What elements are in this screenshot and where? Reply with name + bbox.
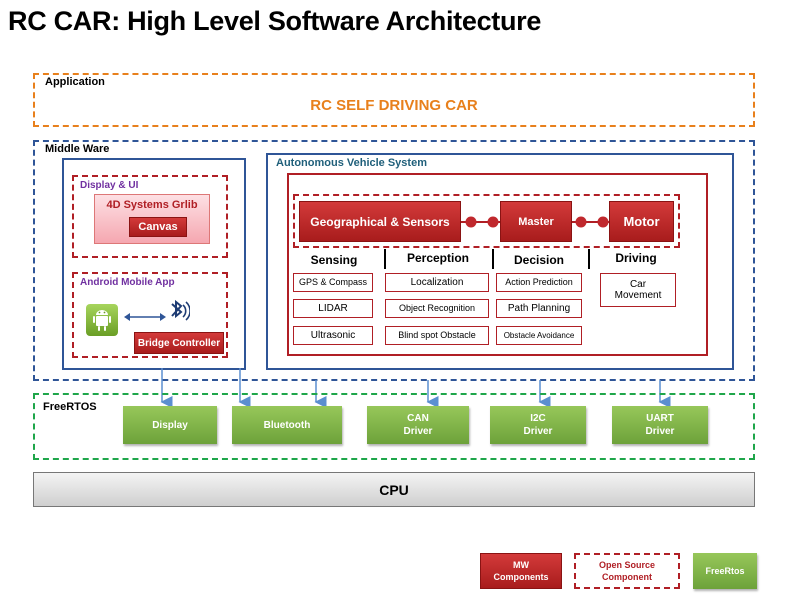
grlib-box: 4D Systems Grlib Canvas [94,194,210,244]
middleware-apps-frame [62,158,246,370]
uart-driver: UART Driver [612,406,708,444]
android-app-box: Android Mobile App Bridge Controller [72,272,228,358]
application-label: Application [45,76,105,88]
bridge-controller-block: Bridge Controller [134,332,224,354]
sensing-item: GPS & Compass [293,273,373,292]
application-content: RC SELF DRIVING CAR [310,97,478,114]
sensing-item: Ultrasonic [293,326,373,345]
display-driver: Display [123,406,217,444]
decision-item: Obstacle Avoidance [496,326,582,345]
legend-freertos: FreeRtos [693,553,757,589]
decision-item: Action Prediction [496,273,582,292]
perception-head: Perception [406,251,469,265]
android-app-label: Android Mobile App [80,277,175,288]
avs-frame: Autonomous Vehicle System [266,153,734,370]
i2c-driver: I2C Driver [490,406,586,444]
middleware-label: Middle Ware [45,143,110,155]
column-divider [384,249,386,269]
cpu-bar: CPU [33,472,755,507]
legend-mw-components: MW Components [480,553,562,589]
driving-head: Driving [615,251,657,265]
android-icon [86,304,118,336]
application-layer: Application RC SELF DRIVING CAR [33,73,755,127]
core-connectors [460,216,610,228]
decision-item: Path Planning [496,299,582,318]
sensing-item: LIDAR [293,299,373,318]
decision-head: Decision [513,253,564,267]
core-blocks-group [293,194,680,248]
motor-block: Motor [609,201,674,242]
display-ui-label: Display & UI [80,180,139,191]
middleware-layer: Middle Ware [33,140,755,381]
display-ui-box: Display & UI 4D Systems Grlib Canvas [72,175,228,258]
master-block: Master [500,201,572,242]
avs-label: Autonomous Vehicle System [276,157,427,169]
bluetooth-driver: Bluetooth [232,406,342,444]
perception-item: Blind spot Obstacle [385,326,489,345]
can-driver: CAN Driver [367,406,469,444]
perception-item: Localization [385,273,489,292]
sensing-head: Sensing [310,253,358,267]
freertos-label: FreeRTOS [43,401,97,413]
canvas-block: Canvas [129,217,187,237]
legend-open-source: Open Source Component [574,553,680,589]
geo-sensors-block: Geographical & Sensors [299,201,461,242]
grlib-label: 4D Systems Grlib [106,199,198,211]
bidirectional-arrow-icon [124,313,166,321]
freertos-layer: FreeRTOS [33,393,755,460]
driving-item: Car Movement [600,273,676,307]
perception-item: Object Recognition [385,299,489,318]
column-divider [588,249,590,269]
bluetooth-icon [171,299,190,321]
page-title: RC CAR: High Level Software Architecture [8,6,542,36]
layer-arrows [160,368,671,408]
column-divider [492,249,494,269]
avs-inner-frame [287,173,708,356]
